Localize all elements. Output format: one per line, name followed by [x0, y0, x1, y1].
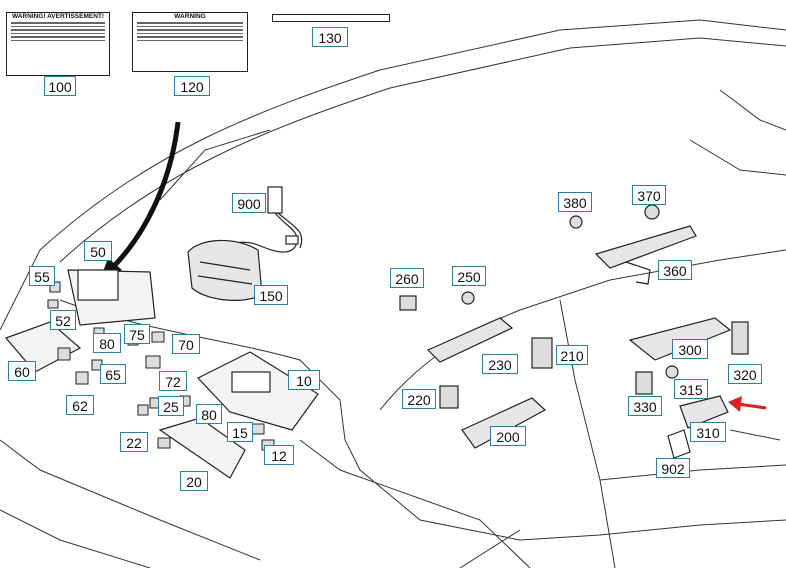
- parts-center-right: [399, 204, 749, 459]
- callout-130[interactable]: 130: [312, 27, 348, 47]
- part-50-sun-visor-left: [67, 269, 156, 326]
- callout-902[interactable]: 902: [656, 458, 690, 478]
- callout-65[interactable]: 65: [100, 364, 126, 384]
- callout-120[interactable]: 120: [174, 76, 210, 96]
- callout-315[interactable]: 315: [674, 379, 708, 399]
- warning-label-100: WARNING! AVERTISSEMENT!: [6, 12, 110, 76]
- callout-25[interactable]: 25: [158, 396, 184, 416]
- callout-200[interactable]: 200: [490, 426, 526, 446]
- callout-15[interactable]: 15: [227, 422, 253, 442]
- callout-60[interactable]: 60: [8, 361, 36, 381]
- callout-75[interactable]: 75: [124, 324, 150, 344]
- callout-300[interactable]: 300: [672, 339, 708, 359]
- callout-72[interactable]: 72: [159, 371, 187, 391]
- callout-380[interactable]: 380: [558, 192, 592, 212]
- callout-370[interactable]: 370: [632, 185, 666, 205]
- callout-10[interactable]: 10: [288, 370, 320, 390]
- callout-22[interactable]: 22: [120, 432, 148, 452]
- callout-80-right[interactable]: 80: [196, 404, 222, 424]
- callout-220[interactable]: 220: [402, 389, 436, 409]
- callout-150[interactable]: 150: [254, 285, 288, 305]
- part-60-sun-visor-left-lower: [4, 321, 82, 373]
- callout-320[interactable]: 320: [728, 364, 762, 384]
- callout-70[interactable]: 70: [172, 334, 200, 354]
- callout-900[interactable]: 900: [232, 193, 266, 213]
- callout-12[interactable]: 12: [264, 445, 294, 465]
- callout-55[interactable]: 55: [29, 266, 55, 286]
- warning-label-130: [272, 14, 390, 22]
- part-900-wiring-harness: [217, 186, 303, 253]
- callout-100[interactable]: 100: [44, 76, 76, 96]
- callout-230[interactable]: 230: [482, 354, 518, 374]
- callout-80-left[interactable]: 80: [93, 333, 121, 353]
- callout-250[interactable]: 250: [452, 266, 486, 286]
- callout-360[interactable]: 360: [658, 260, 692, 280]
- callout-210[interactable]: 210: [556, 345, 588, 365]
- part-10-sun-visor-right: [197, 351, 319, 431]
- part-150-roof-module: [187, 239, 263, 301]
- callout-20[interactable]: 20: [180, 471, 208, 491]
- callout-310[interactable]: 310: [690, 422, 726, 442]
- callout-50[interactable]: 50: [84, 241, 112, 261]
- callout-52[interactable]: 52: [50, 310, 76, 330]
- callout-260[interactable]: 260: [390, 268, 424, 288]
- warning-label-120: WARNING: [132, 12, 248, 72]
- pointer-arrow-red: [728, 396, 767, 412]
- part-20-sun-visor-right-lower: [158, 417, 246, 479]
- callout-62[interactable]: 62: [66, 395, 94, 415]
- callout-330[interactable]: 330: [628, 396, 662, 416]
